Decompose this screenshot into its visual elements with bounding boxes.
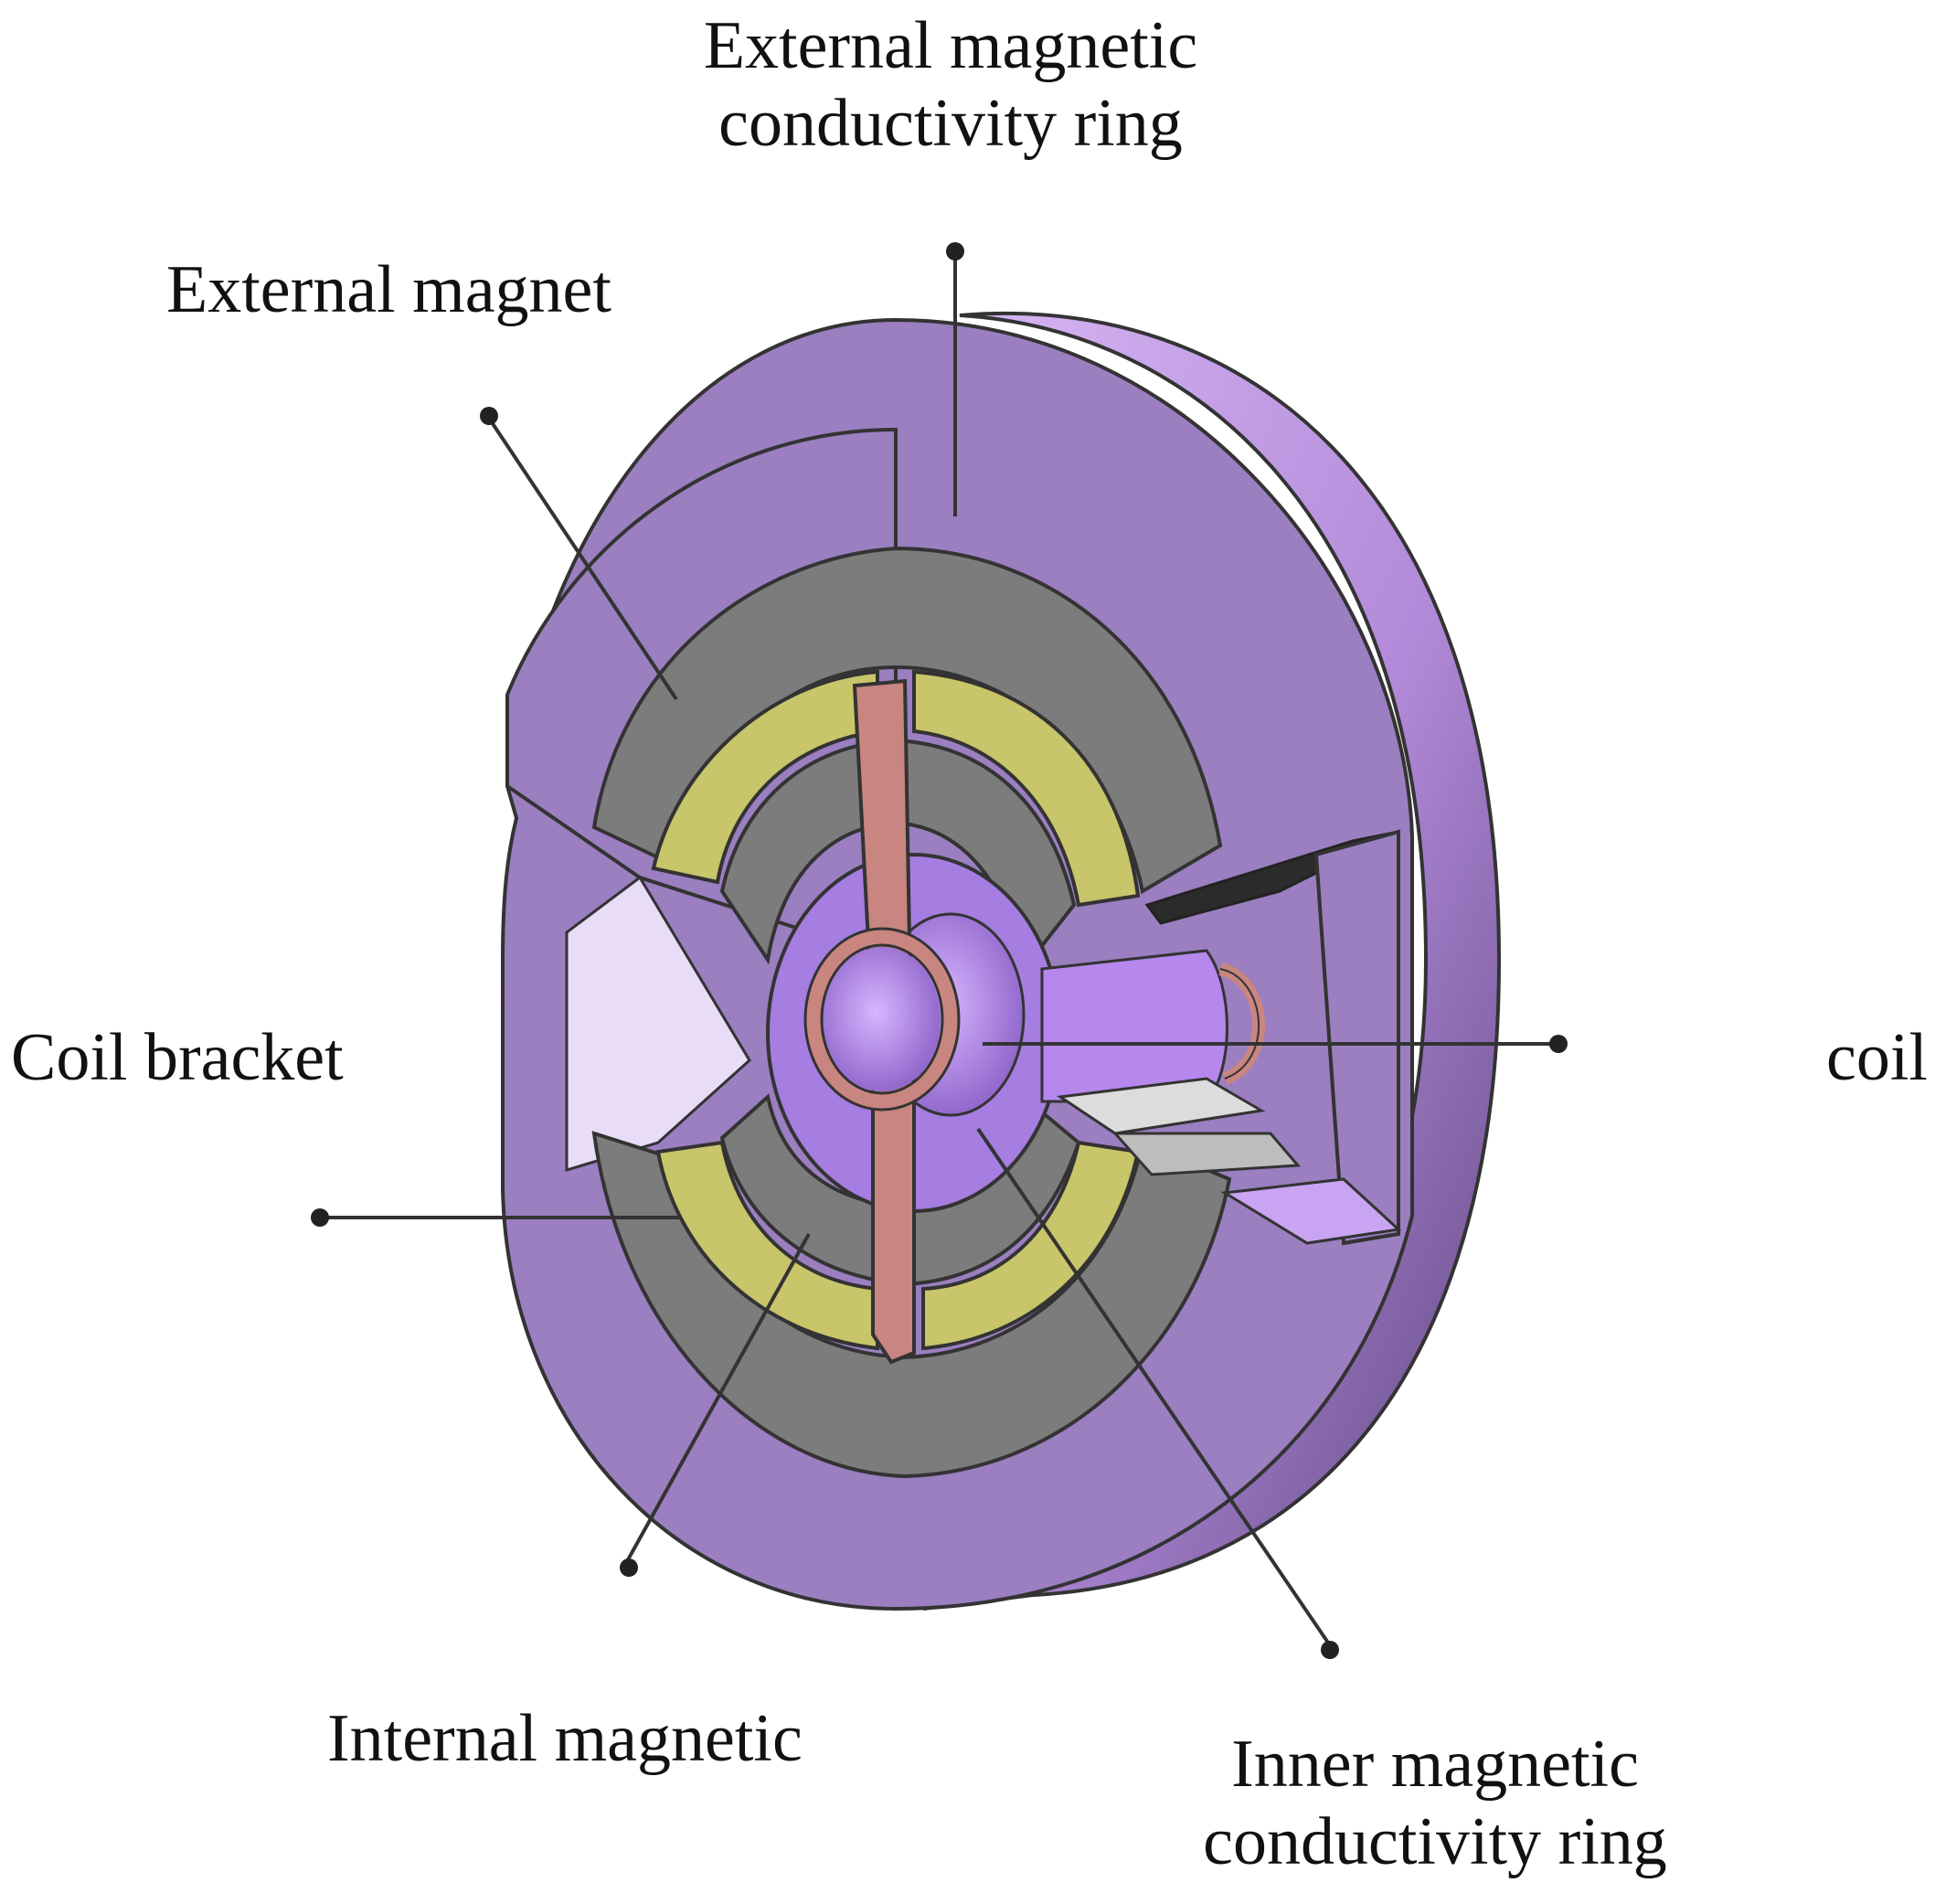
label-external-ring-line-1: External magnetic bbox=[703, 8, 1198, 83]
leader-external-magnet bbox=[483, 410, 678, 701]
arrowhead-external-ring bbox=[946, 242, 964, 261]
arrowhead-external-magnet bbox=[480, 407, 498, 425]
cutaway-right-floor bbox=[1220, 1177, 1402, 1245]
internal-magnet-ring bbox=[719, 738, 1077, 973]
label-coil-bracket: Coil bracket bbox=[11, 1020, 344, 1095]
arrowhead-internal-magnetic bbox=[620, 1558, 638, 1577]
arrowhead-coil bbox=[1549, 1035, 1568, 1053]
coil-loop-right-outline bbox=[1219, 968, 1260, 1080]
cutaway-right-plate-1 bbox=[1056, 1077, 1266, 1135]
leader-lines bbox=[315, 247, 1554, 1647]
label-inner-ring-line-1: Inner magnetic bbox=[1231, 1727, 1639, 1802]
coil-bracket-ring-outline-inner bbox=[820, 943, 944, 1095]
coil-bracket-ring bbox=[805, 929, 959, 1110]
coil-arc-lower-left bbox=[655, 1140, 879, 1351]
leader-arrowheads bbox=[311, 242, 1568, 1659]
label-internal-magnetic: Internal magnetic bbox=[327, 1701, 803, 1776]
coil-arc-upper-left bbox=[651, 669, 879, 885]
arrowhead-coil-bracket bbox=[311, 1208, 329, 1227]
label-coil: coil bbox=[1826, 1020, 1928, 1095]
cutaway-right-plate-2 bbox=[1111, 1132, 1302, 1176]
internal-magnet-ring-lower bbox=[719, 1093, 1081, 1287]
label-external-magnet: External magnet bbox=[166, 252, 611, 327]
cutaway-right-wall bbox=[1313, 829, 1400, 1246]
label-inner-ring-line-2: conductivity ring bbox=[1203, 1804, 1667, 1880]
leader-inner-ring bbox=[976, 1127, 1332, 1647]
label-inner-conductivity-ring: Inner magnetic conductivity ring bbox=[1188, 1726, 1682, 1881]
outer-ring-side bbox=[922, 311, 1502, 1611]
coil-bracket-center bbox=[824, 947, 941, 1091]
arrowhead-inner-ring bbox=[1321, 1641, 1339, 1659]
coil-bracket-ring-outline-outer bbox=[803, 927, 961, 1112]
external-magnet-ring-lower bbox=[591, 1131, 1232, 1479]
coil-arc-upper-right bbox=[912, 669, 1141, 908]
leader-internal-magnetic bbox=[624, 1233, 811, 1564]
label-external-conductivity-ring: External magnetic conductivity ring bbox=[667, 7, 1234, 163]
label-external-ring-line-2: conductivity ring bbox=[718, 86, 1183, 162]
